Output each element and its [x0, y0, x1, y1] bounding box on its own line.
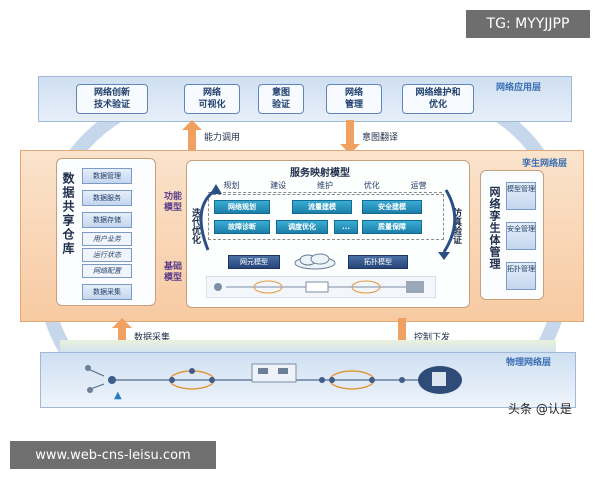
app-box-maintenance[interactable]: 网络维护和 优化 — [402, 84, 474, 114]
app-box-visualization[interactable]: 网络 可视化 — [184, 84, 240, 114]
tools-frame — [208, 194, 444, 240]
tool-fault-diagnosis[interactable]: 故障诊断 — [214, 220, 270, 234]
tool-network-planning[interactable]: 网络规划 — [214, 200, 270, 214]
twin-mgmt-title: 网络孪生体管理 — [488, 186, 501, 270]
watermark-bottom-tag: www.web-cns-leisu.com — [10, 441, 216, 469]
app-box-intent-verify[interactable]: 意图 验证 — [258, 84, 304, 114]
arrow-up-data-collect — [112, 318, 132, 350]
tool-security-modeling[interactable]: 安全建模 — [362, 200, 422, 214]
physical-layer-title: 物理网络层 — [506, 358, 552, 368]
phase-plan: 规划 — [223, 181, 240, 190]
application-layer-title: 网络应用层 — [496, 83, 542, 93]
mini-network-icon — [206, 276, 436, 298]
mgmt-model[interactable]: 模型管理 — [506, 182, 536, 210]
simulate-verify-label: 仿真验证 — [451, 208, 461, 244]
phase-operate: 运营 — [410, 181, 427, 190]
base-ne-model[interactable]: 网元模型 — [228, 255, 280, 269]
app-box-innovation[interactable]: 网络创新 技术验证 — [76, 84, 148, 114]
repo-item-data-service[interactable]: 数据服务 — [82, 190, 132, 206]
repo-item-data-collect[interactable]: 数据采集 — [82, 284, 132, 300]
function-model-label: 功能模型 — [164, 192, 183, 213]
attribution-watermark: 头条 @认是 — [508, 402, 572, 416]
app-box-management[interactable]: 网络 管理 — [326, 84, 382, 114]
data-repo-title: 数据共享仓库 — [61, 172, 75, 256]
watermark-bottom-text: www.web-cns-leisu.com — [35, 447, 191, 463]
twin-layer-title: 孪生网络层 — [522, 159, 568, 169]
physical-layer-top-fade — [60, 340, 556, 354]
service-mapping-title: 服务映射模型 — [290, 168, 350, 179]
cloud-icon — [294, 253, 336, 270]
phase-row: 规划 建设 维护 优化 运营 — [208, 180, 442, 193]
iterate-optimize-label: 迭代优化 — [190, 208, 200, 244]
tool-scheduling-optimize[interactable]: 调度优化 — [276, 220, 328, 234]
repo-item-net-config[interactable]: 网络配置 — [82, 264, 132, 278]
inner-cycle-arrows — [199, 184, 457, 260]
mgmt-security[interactable]: 安全管理 — [506, 222, 536, 250]
base-model-label: 基础模型 — [164, 262, 183, 283]
tool-traffic-modeling[interactable]: 流量建模 — [292, 200, 352, 214]
watermark-top-text: TG: MYYJJPP — [486, 16, 570, 32]
base-topology-model[interactable]: 拓扑模型 — [348, 255, 408, 269]
intent-translate-label: 意图翻译 — [362, 133, 399, 143]
repo-item-data-storage[interactable]: 数据存储 — [82, 212, 132, 228]
tool-more[interactable]: ... — [334, 220, 358, 234]
repo-item-user-business[interactable]: 用户业务 — [82, 232, 132, 246]
watermark-top-tag: TG: MYYJJPP — [466, 10, 590, 38]
arrow-down-intent — [340, 120, 360, 154]
physical-network-graphic: ▲ — [85, 363, 462, 401]
phase-maintain: 维护 — [316, 181, 333, 190]
mgmt-topology[interactable]: 拓扑管理 — [506, 262, 536, 290]
phase-build: 建设 — [270, 181, 287, 190]
phase-optimize: 优化 — [363, 181, 380, 190]
tool-quality-assurance[interactable]: 质量保障 — [362, 220, 422, 234]
arrow-up-capability — [182, 120, 202, 154]
svg-text:▲: ▲ — [114, 390, 122, 401]
data-collect-label: 数据采集 — [134, 333, 171, 343]
control-issue-label: 控制下发 — [414, 333, 451, 343]
repo-item-run-state[interactable]: 运行状态 — [82, 248, 132, 262]
capability-call-label: 能力调用 — [204, 133, 241, 143]
repo-item-data-mgmt[interactable]: 数据管理 — [82, 168, 132, 184]
